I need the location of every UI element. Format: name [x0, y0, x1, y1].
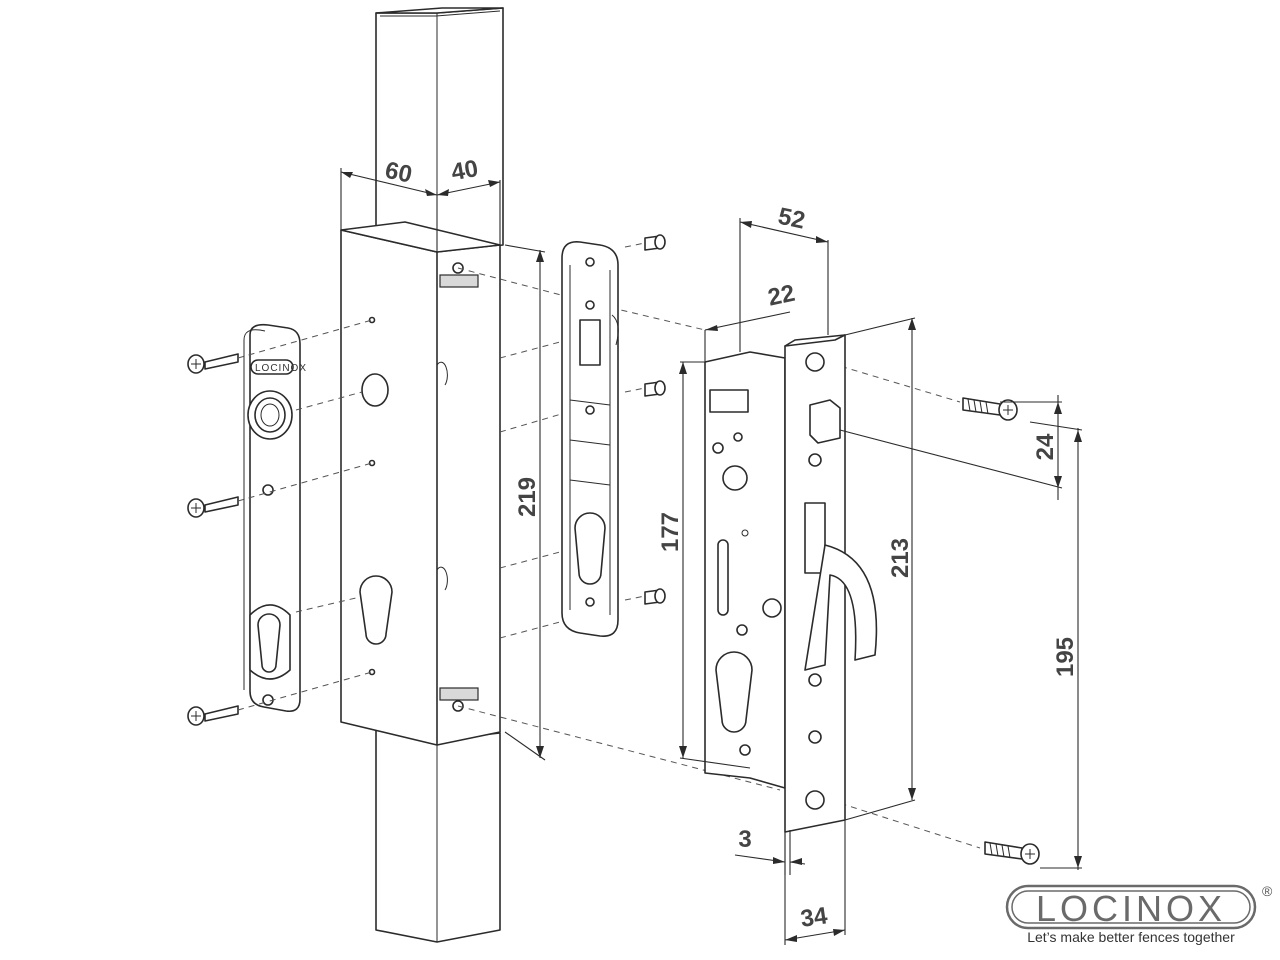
dim-60: 60 — [383, 157, 415, 189]
dim-34: 34 — [799, 902, 830, 933]
bracket-screw-2 — [644, 380, 666, 397]
bracket-screws — [644, 234, 666, 605]
dimension-labels: 60 40 52 22 219 177 213 24 195 3 34 — [383, 155, 1079, 933]
bracket-screw-3 — [644, 588, 666, 605]
square-post — [375, 7, 504, 943]
faceplate-logo: LOCINOX — [255, 363, 307, 374]
bracket-screw-1 — [644, 234, 666, 251]
escutcheon-plate: LOCINOX — [243, 323, 307, 713]
screw-top-right — [962, 397, 1018, 421]
dimension-arrows — [341, 172, 1082, 942]
lock-housing — [340, 221, 501, 746]
forend-plate — [784, 334, 878, 833]
screw-bottom-right — [984, 841, 1040, 865]
brand-name: LOCINOX — [1036, 888, 1226, 929]
brand-slogan: Let’s make better fences together — [1027, 929, 1235, 945]
screw-top-left — [187, 353, 239, 374]
mortise-lock-body — [704, 351, 786, 789]
mounting-bracket — [561, 241, 619, 637]
dim-219: 219 — [514, 477, 541, 517]
dim-195: 195 — [1052, 637, 1079, 677]
registered-mark: ® — [1262, 883, 1273, 899]
screw-bottom-left — [187, 705, 239, 726]
brand-logo: LOCINOX ® Let’s make better fences toget… — [1005, 883, 1273, 945]
left-screws — [187, 353, 239, 726]
right-screws — [962, 397, 1040, 865]
dim-177: 177 — [657, 512, 684, 552]
dim-22: 22 — [766, 280, 798, 312]
dim-52: 52 — [776, 203, 808, 235]
dim-24: 24 — [1032, 433, 1059, 460]
dim-40: 40 — [449, 155, 480, 186]
screw-mid-left — [187, 496, 239, 518]
dim-3: 3 — [738, 826, 751, 853]
dim-213: 213 — [887, 538, 914, 578]
